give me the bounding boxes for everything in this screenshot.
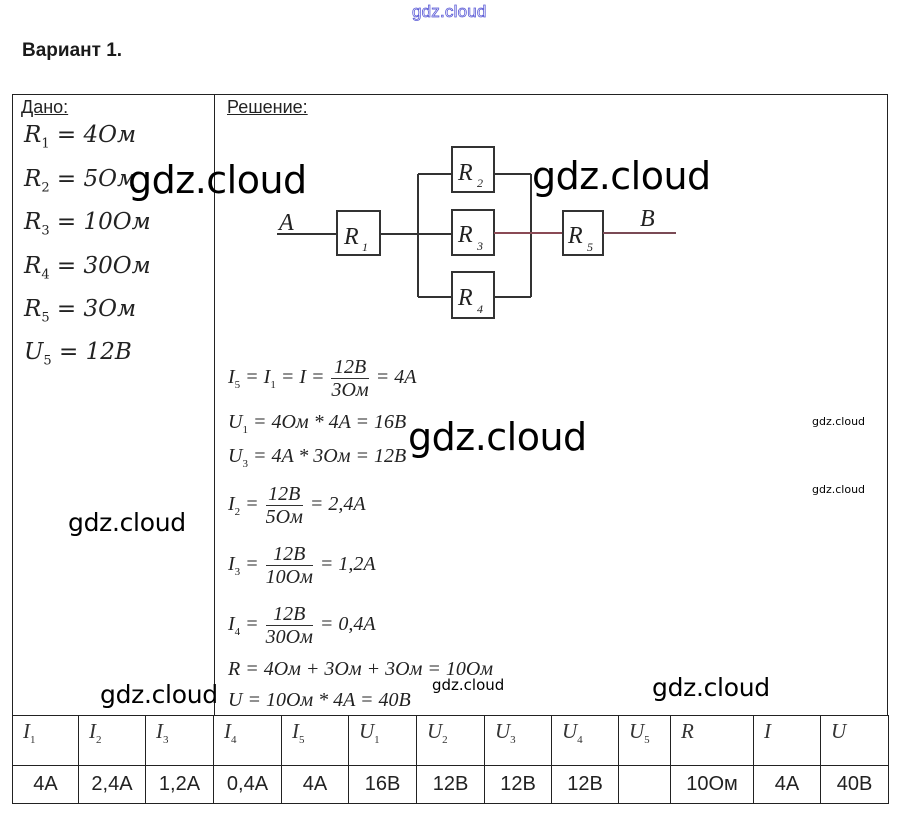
resistor-r3-box <box>451 209 495 256</box>
value-cell: 40В <box>820 765 889 804</box>
header-cell: I4 <box>213 715 282 766</box>
header-cell: U2 <box>416 715 485 766</box>
page-title: Вариант 1. <box>22 40 123 61</box>
header-cell: U5 <box>618 715 671 766</box>
value-cell: 4A <box>753 765 821 804</box>
header-cell: U <box>820 715 889 766</box>
value-cell <box>618 765 671 804</box>
header-cell: U3 <box>484 715 552 766</box>
watermark: gdz.cloud <box>432 676 505 694</box>
resistor-r2-label: R <box>457 160 473 186</box>
resistor-r1-box <box>336 210 381 256</box>
given-item: R3 = 10Ом <box>24 209 151 239</box>
value-cell: 12В <box>551 765 619 804</box>
given-item: R5 = 3Ом <box>24 296 137 326</box>
header-cell: I <box>753 715 821 766</box>
resistor-r1-sub: 1 <box>362 240 368 254</box>
value-cell: 12В <box>416 765 485 804</box>
given-item: R1 = 4Ом <box>24 122 137 152</box>
resistor-r3-label: R <box>457 222 473 248</box>
value-cell: 4A <box>281 765 349 804</box>
watermark: gdz.cloud <box>408 415 587 459</box>
solution-header: Решение: <box>227 97 308 117</box>
header-cell: I1 <box>12 715 79 766</box>
top-watermark: gdz.cloud <box>412 2 487 22</box>
given-item: R2 = 5Ом <box>24 166 137 196</box>
column-divider <box>214 94 215 716</box>
resistor-r3-sub: 3 <box>476 239 483 253</box>
resistor-r2-sub: 2 <box>477 176 483 190</box>
resistor-r1-label: R <box>343 224 359 250</box>
resistor-r2-box <box>451 146 495 193</box>
watermark: gdz.cloud <box>812 483 866 496</box>
header-cell: U1 <box>348 715 417 766</box>
equation-r-total: R = 4Ом + 3Ом + 3Ом = 10Ом <box>228 658 494 680</box>
resistor-r5-box <box>562 210 604 256</box>
watermark: gdz.cloud <box>128 158 307 202</box>
resistor-r4-label: R <box>457 285 473 311</box>
resistor-r5-label: R <box>567 223 583 249</box>
watermark: gdz.cloud <box>100 680 218 709</box>
header-cell: I2 <box>78 715 146 766</box>
value-cell: 0,4A <box>213 765 282 804</box>
header-cell: U4 <box>551 715 619 766</box>
watermark: gdz.cloud <box>652 673 770 702</box>
node-b-label: B <box>640 206 655 232</box>
watermark: gdz.cloud <box>532 154 711 198</box>
value-cell: 16В <box>348 765 417 804</box>
value-cell: 12В <box>484 765 552 804</box>
given-header: Дано: <box>21 97 69 117</box>
solution-frame <box>12 94 888 716</box>
value-cell: 1,2A <box>145 765 214 804</box>
value-cell: 2,4A <box>78 765 146 804</box>
resistor-r5-sub: 5 <box>587 240 593 254</box>
value-cell: 4A <box>12 765 79 804</box>
node-a-label: A <box>277 210 294 236</box>
table-header-row: I1 I2 I3 I4 I5 U1 U2 U3 U4 U5 R I U <box>12 715 889 766</box>
equation-u1: U1 = 4Ом * 4A = 16В <box>228 411 407 436</box>
results-table: I1 I2 I3 I4 I5 U1 U2 U3 U4 U5 R I U 4A 2… <box>12 715 889 804</box>
given-item: U5 = 12В <box>24 339 132 369</box>
watermark: gdz.cloud <box>812 415 866 428</box>
equation-u3: U3 = 4A * 3Ом = 12В <box>228 445 407 470</box>
header-cell: I3 <box>145 715 214 766</box>
given-item: R4 = 30Ом <box>24 253 151 283</box>
header-cell: I5 <box>281 715 349 766</box>
equation-u-total: U = 10Ом * 4A = 40В <box>228 689 411 711</box>
value-cell: 10Ом <box>670 765 754 804</box>
header-cell: R <box>670 715 754 766</box>
resistor-r4-sub: 4 <box>477 302 483 316</box>
watermark: gdz.cloud <box>68 508 186 537</box>
resistor-r4-box <box>451 271 495 319</box>
table-value-row: 4A 2,4A 1,2A 0,4A 4A 16В 12В 12В 12В 10О… <box>12 765 889 804</box>
